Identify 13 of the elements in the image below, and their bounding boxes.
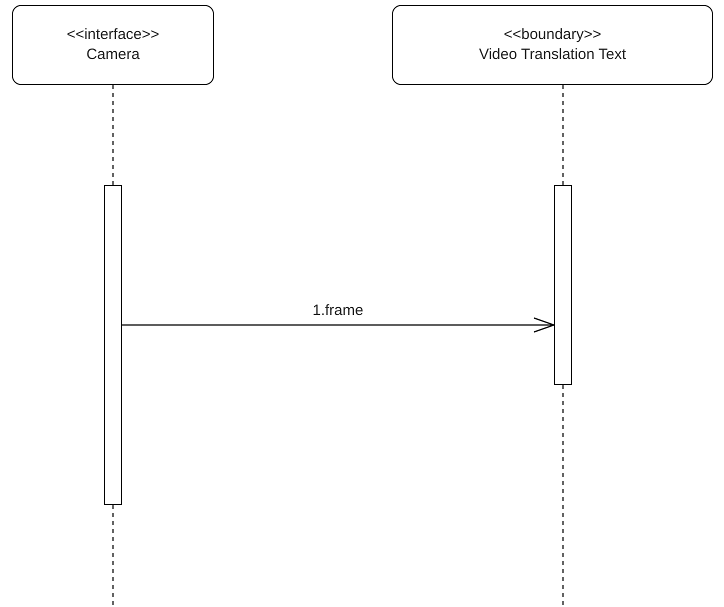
lifeline-name: Camera [86, 45, 140, 65]
message-arrow [122, 317, 555, 333]
activation-bar [554, 185, 572, 385]
lifeline [562, 385, 564, 607]
stereotype-label: <<boundary>> [504, 25, 602, 45]
lifeline [562, 85, 564, 185]
lifeline-name: Video Translation Text [478, 45, 626, 65]
stereotype-label: <<interface>> [66, 25, 160, 45]
lifeline-header-box [12, 5, 214, 85]
lifeline [112, 505, 114, 607]
lifeline-header-box [392, 5, 713, 85]
lifeline [112, 85, 114, 185]
activation-bar [104, 185, 122, 505]
